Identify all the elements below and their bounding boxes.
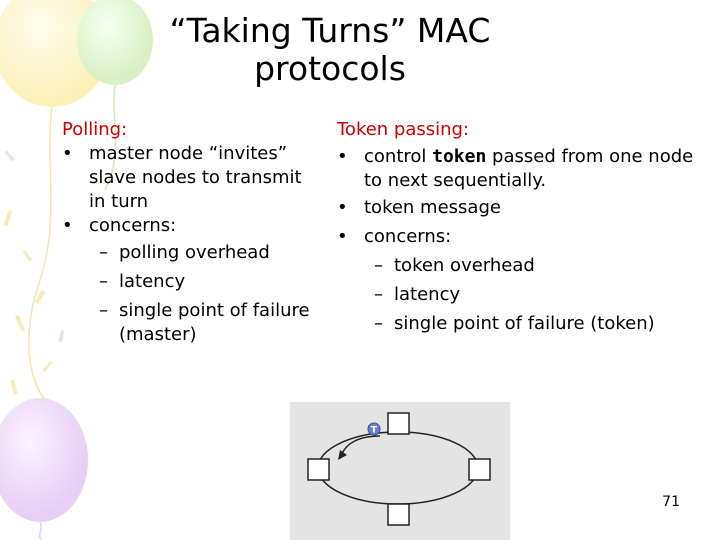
polling-sub-latency: latency xyxy=(62,267,322,296)
purple-balloon xyxy=(0,398,88,522)
ring-node-right xyxy=(468,458,491,481)
arrow-head-icon xyxy=(338,450,347,460)
token-sub-latency: latency xyxy=(337,280,707,309)
token-bullet-control-pre: control xyxy=(364,146,433,167)
token-bullet-control: control token passed from one node to ne… xyxy=(337,145,707,193)
polling-bullet-concerns: concerns: xyxy=(62,214,322,238)
token-bullet-message: token message xyxy=(337,193,707,222)
token-bullet-concerns: concerns: xyxy=(337,222,707,251)
token-heading: Token passing: xyxy=(337,119,470,140)
token-sub-overhead: token overhead xyxy=(337,251,707,280)
ring-node-bottom xyxy=(387,503,410,526)
polling-column: Polling: master node “invites” slave nod… xyxy=(62,118,322,347)
token-column: Token passing: control token passed from… xyxy=(337,118,707,336)
ring-node-top xyxy=(387,412,410,435)
token-list: control token passed from one node to ne… xyxy=(337,145,707,336)
polling-heading: Polling: xyxy=(62,119,128,140)
confetti xyxy=(3,209,53,395)
title-line-2: protocols xyxy=(254,49,406,88)
slide-title: “Taking Turns” MAC protocols xyxy=(120,12,540,88)
polling-sub-overhead: polling overhead xyxy=(62,238,322,267)
green-balloon xyxy=(77,0,153,85)
ring-node-left xyxy=(307,458,330,481)
token-marker: T xyxy=(367,422,381,436)
page-number: 71 xyxy=(662,494,680,510)
title-line-1: “Taking Turns” MAC xyxy=(169,11,491,50)
token-label: T xyxy=(371,426,378,436)
polling-list: master node “invites” slave nodes to tra… xyxy=(62,142,322,347)
token-ring-diagram: T xyxy=(290,402,510,540)
token-arrow xyxy=(341,435,381,455)
polling-bullet-invites: master node “invites” slave nodes to tra… xyxy=(62,142,322,214)
polling-sub-failure: single point of failure (master) xyxy=(62,299,322,347)
token-bullet-control-bold: token xyxy=(432,146,487,167)
token-sub-failure: single point of failure (token) xyxy=(337,312,707,336)
token-bullet-control-post: passed from one node to next sequentiall… xyxy=(364,146,694,191)
